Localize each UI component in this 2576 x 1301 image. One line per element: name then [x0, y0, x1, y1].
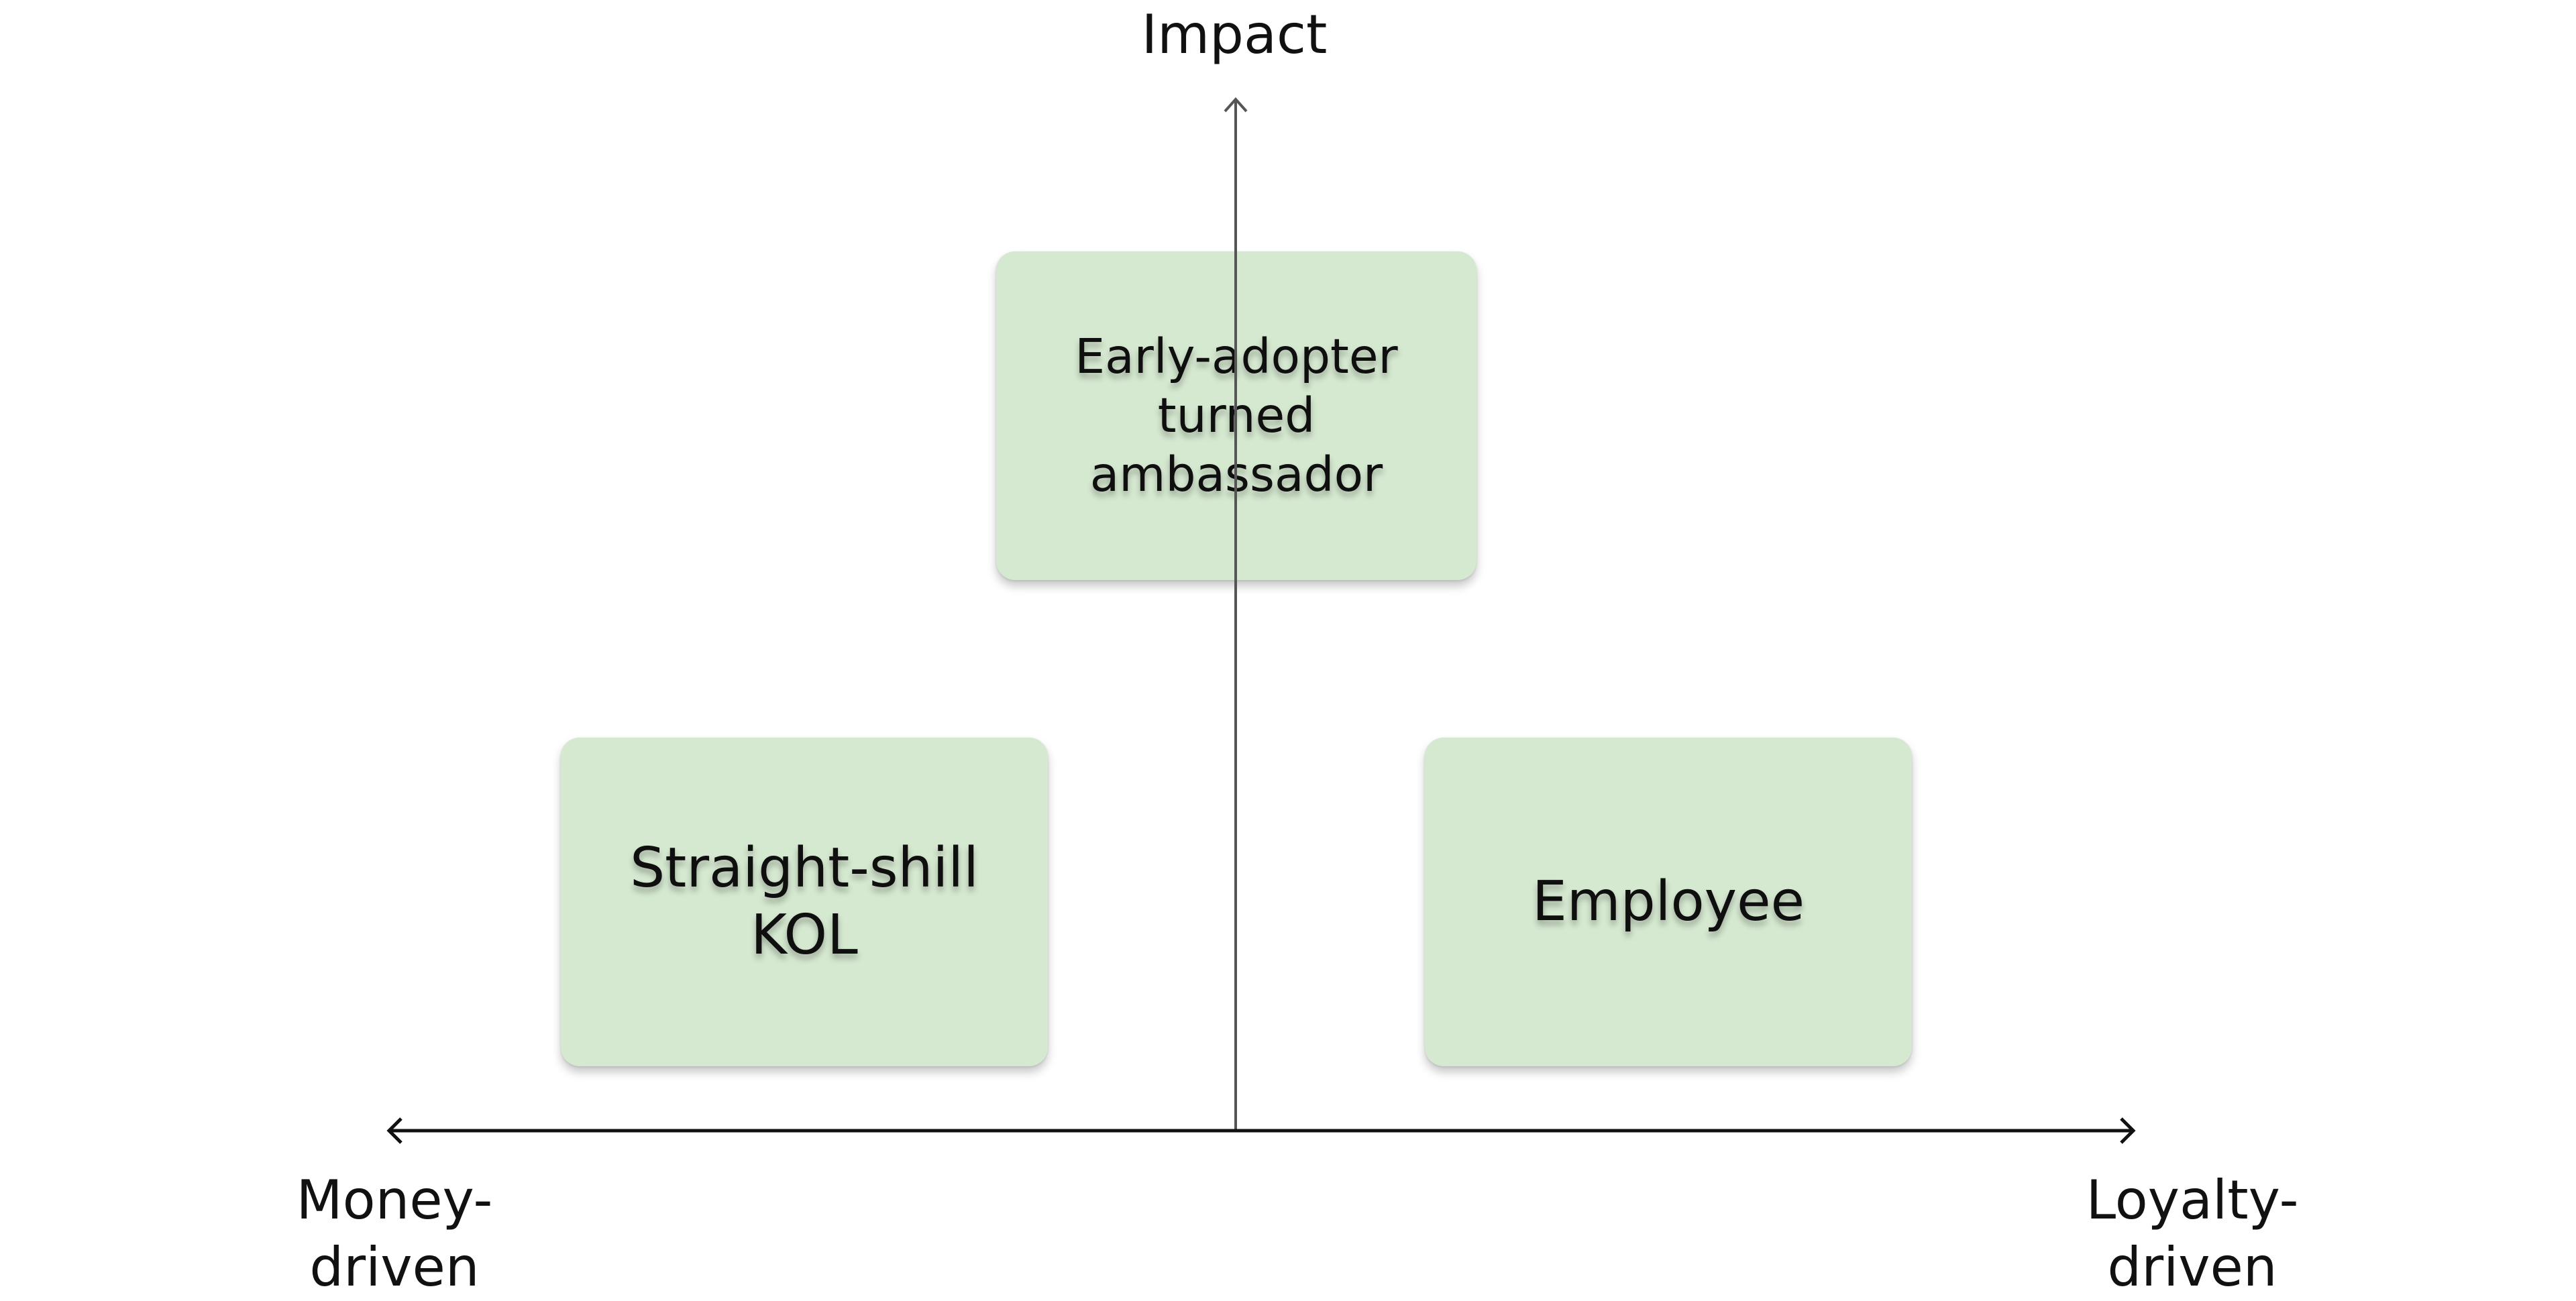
- horizontal-axis-right-arrowhead: [2120, 1117, 2136, 1144]
- money-driven-axis-label: Money- driven: [296, 1169, 493, 1298]
- card-employee: Employee: [1425, 738, 1912, 1066]
- vertical-axis-arrowhead: [1224, 97, 1248, 113]
- impact-axis-label: Impact: [1141, 3, 1328, 66]
- loyalty-driven-axis-label: Loyalty- driven: [2086, 1169, 2299, 1298]
- card-label-straight-shill-kol: Straight-shill KOL: [630, 836, 979, 967]
- horizontal-axis-left-arrowhead: [386, 1117, 402, 1144]
- card-straight-shill-kol: Straight-shill KOL: [561, 738, 1048, 1066]
- card-label-employee: Employee: [1532, 870, 1805, 934]
